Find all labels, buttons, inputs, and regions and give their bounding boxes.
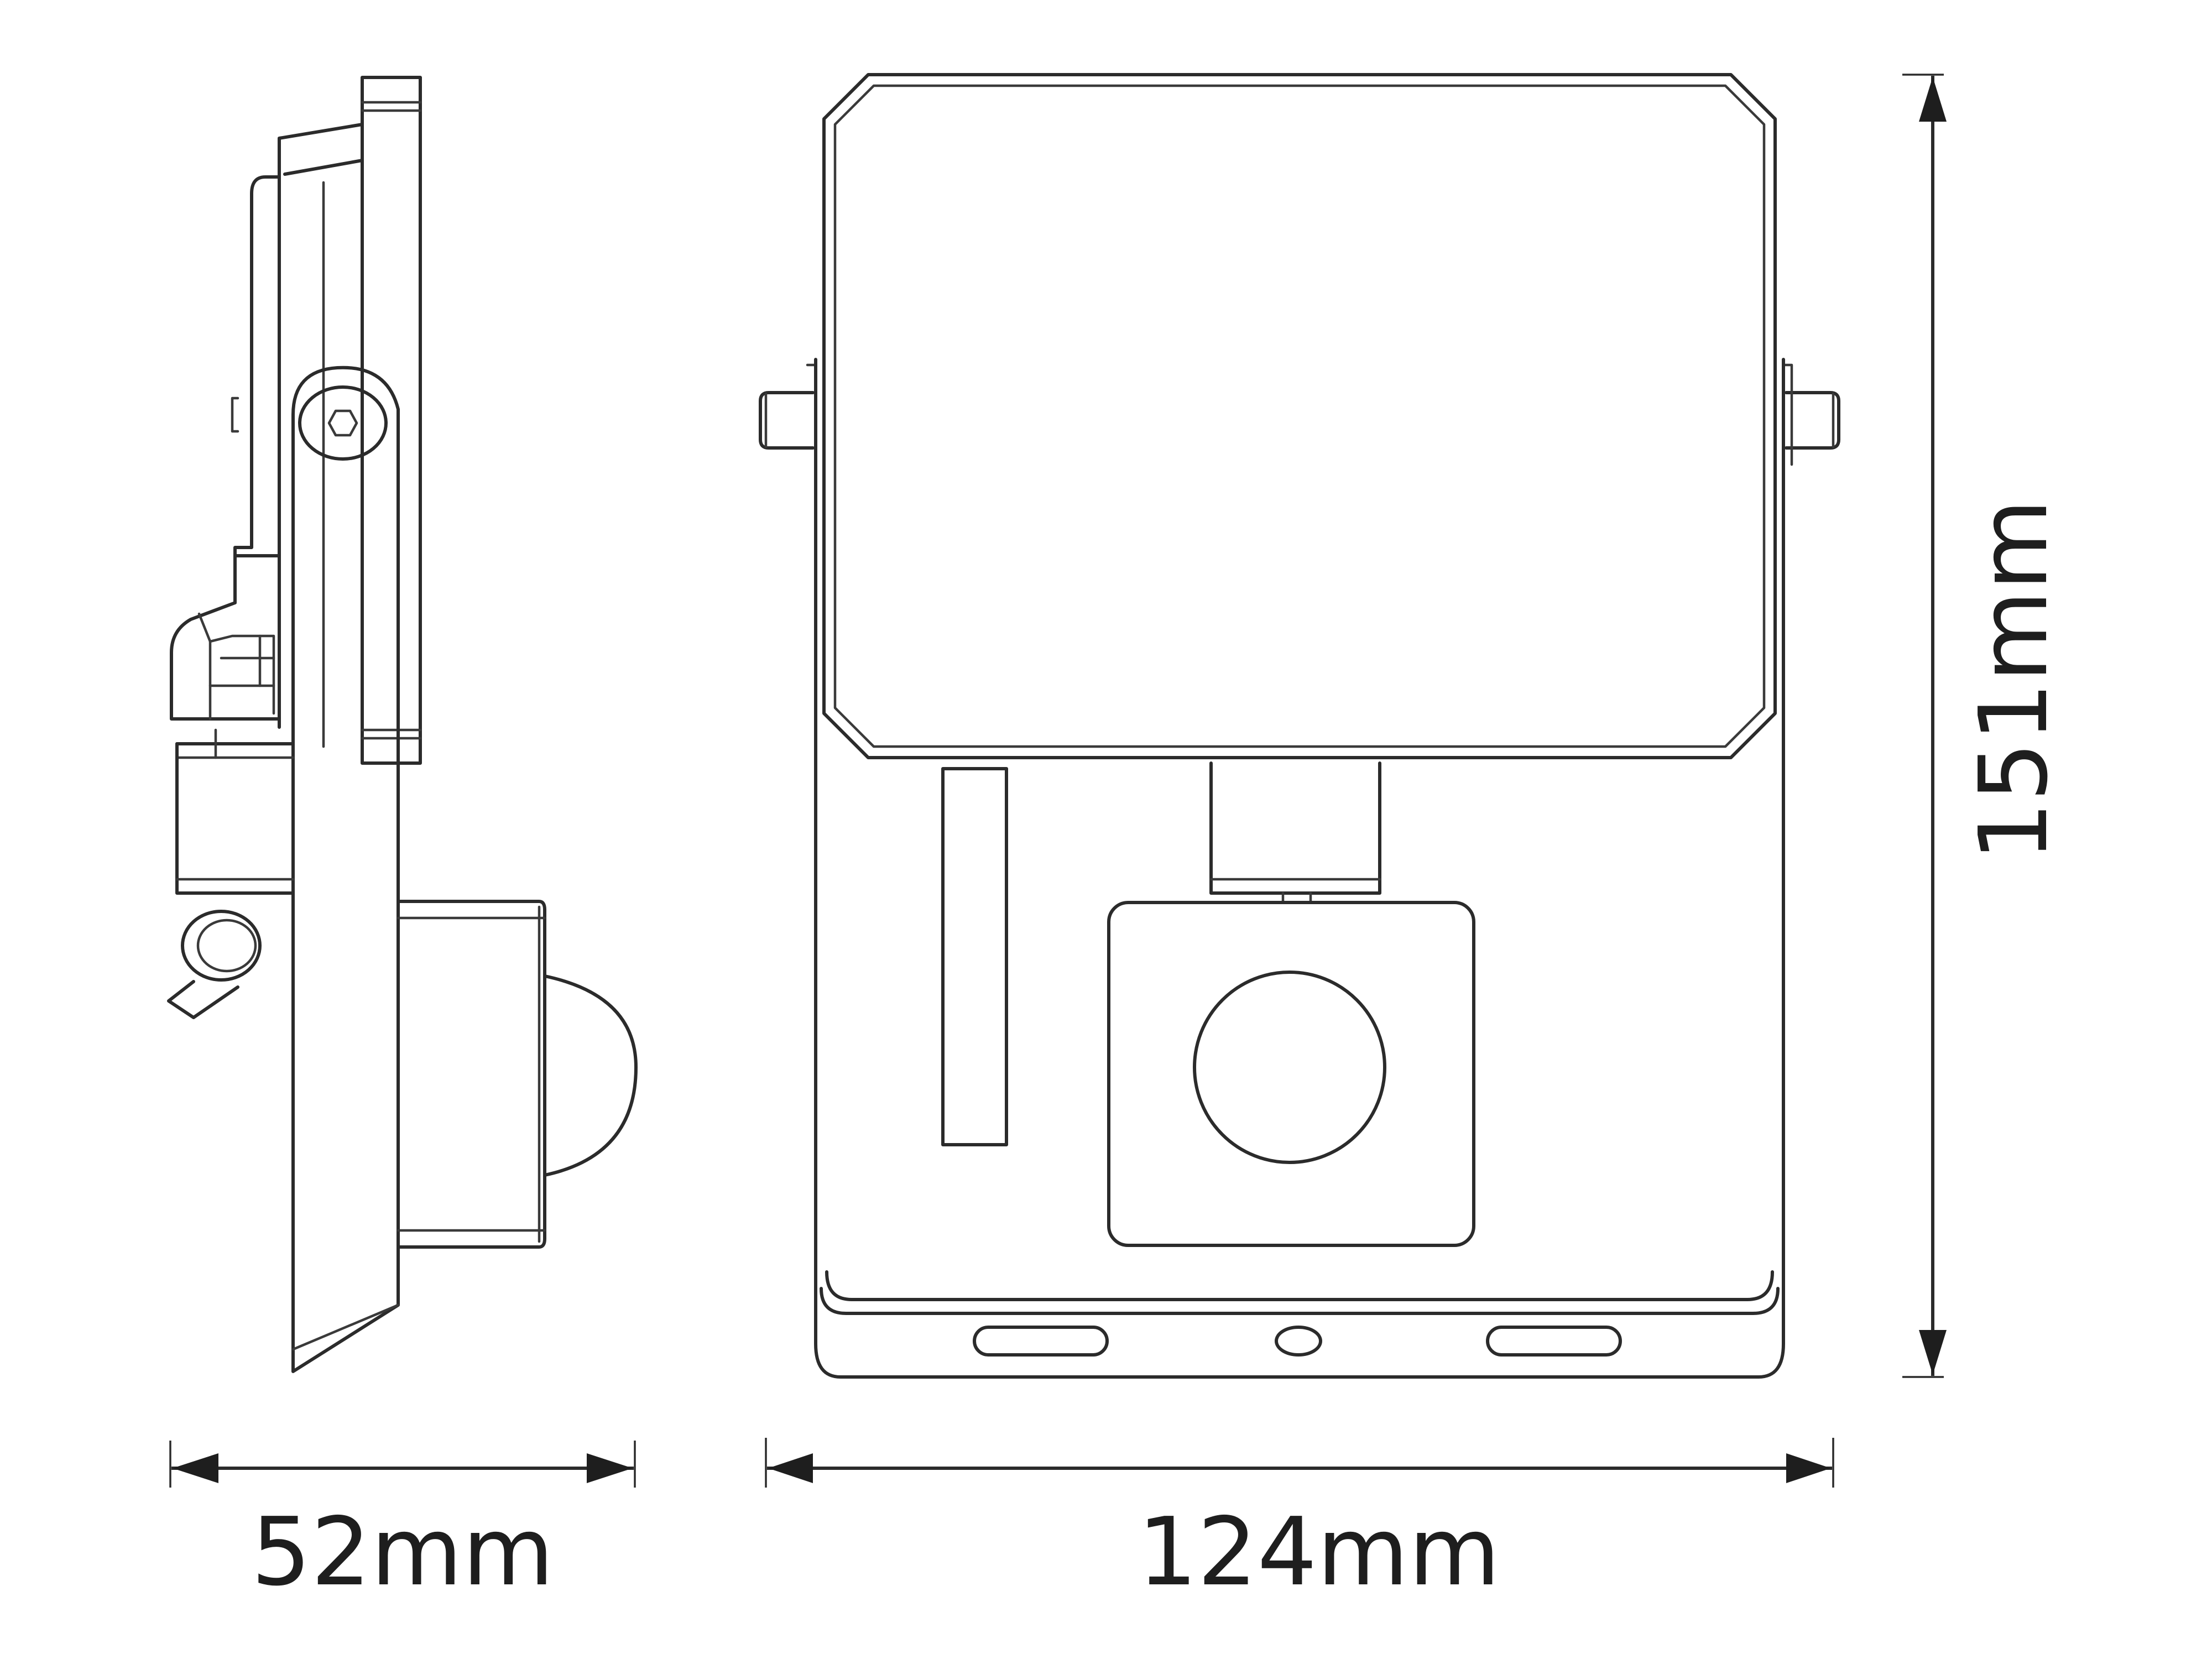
- dimension-width-label: 124mm: [1138, 1498, 1500, 1607]
- side-sensor-swivel: [167, 728, 295, 1019]
- side-mounting-bracket: [291, 366, 400, 1373]
- mounting-hole-center: [1275, 1326, 1322, 1357]
- arrow-down-icon: [1919, 1330, 1947, 1375]
- side-housing: [231, 123, 364, 748]
- mounting-slot-right: [1486, 1326, 1622, 1357]
- front-view: [759, 73, 1840, 1379]
- hex-bolt-icon: [327, 409, 358, 437]
- dimension-height-label: 151mm: [1959, 499, 2069, 862]
- pir-lens-icon: [1193, 971, 1386, 1164]
- arrow-right-icon: [1786, 1453, 1831, 1483]
- front-mounting-holes: [973, 1326, 1622, 1357]
- dimension-width: 124mm: [765, 1438, 1834, 1607]
- arrow-up-icon: [1919, 77, 1947, 122]
- arrow-left-icon: [768, 1453, 813, 1483]
- front-lamp-head: [822, 73, 1777, 759]
- front-sensor-neck: [1209, 761, 1381, 903]
- mounting-slot-left: [973, 1326, 1109, 1357]
- dimension-depth: 52mm: [169, 1441, 636, 1607]
- dimension-depth-label: 52mm: [251, 1498, 554, 1607]
- arrow-left-icon: [173, 1453, 218, 1483]
- front-pivot-knobs: [759, 363, 1840, 466]
- dimension-height: 151mm: [1902, 74, 2069, 1378]
- front-mounting-bracket: [814, 358, 1785, 1379]
- bolt-washer: [298, 385, 388, 461]
- side-view: [167, 76, 638, 1373]
- front-pir-sensor: [1107, 901, 1475, 1247]
- side-cable-gland: [170, 554, 281, 721]
- side-pir-sensor: [397, 900, 638, 1249]
- arrow-right-icon: [587, 1453, 633, 1483]
- side-front-frame: [361, 76, 422, 765]
- front-cable: [941, 767, 1008, 1146]
